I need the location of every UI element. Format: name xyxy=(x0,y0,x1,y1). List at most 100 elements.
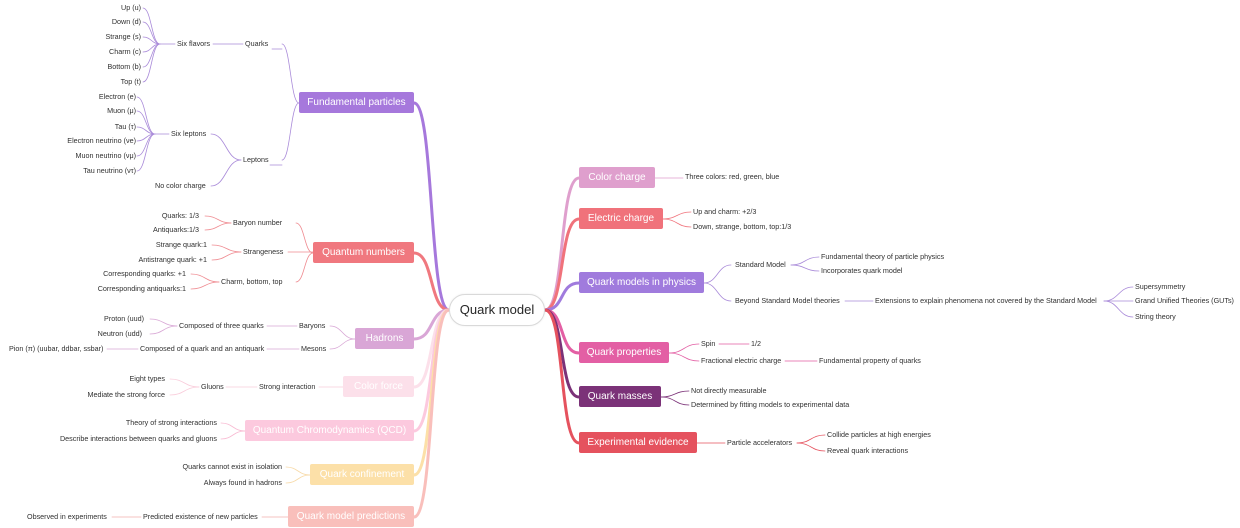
leaf-baryon-item[interactable]: Antiquarks:1/3 xyxy=(153,225,199,234)
leaf-baryon-item[interactable]: Quarks: 1/3 xyxy=(161,211,199,220)
leaf-flavor[interactable]: Top (t) xyxy=(120,77,141,86)
branch-qcd[interactable]: Quantum Chromodynamics (QCD) xyxy=(245,420,414,441)
leaf-pion[interactable]: Pion (π) (uubar, ddbar, ssbar) xyxy=(9,344,104,353)
leaf-electric-item[interactable]: Up and charm: +2/3 xyxy=(693,207,757,216)
sub-connector xyxy=(136,133,156,172)
node-fractional-charge[interactable]: Fractional electric charge xyxy=(701,356,782,365)
sub-connector xyxy=(220,430,246,440)
sub-connector xyxy=(790,264,820,272)
branch-hadrons[interactable]: Hadrons xyxy=(355,328,414,349)
sub-connector xyxy=(668,343,700,354)
node-leptons[interactable]: Leptons xyxy=(243,155,269,164)
branch-fundamental-particles[interactable]: Fundamental particles xyxy=(299,92,414,113)
leaf-lepton[interactable]: Electron neutrino (νe) xyxy=(67,136,136,145)
node-six-flavors[interactable]: Six flavors xyxy=(177,39,211,48)
leaf-flavor[interactable]: Strange (s) xyxy=(105,32,141,41)
branch-quark-properties[interactable]: Quark properties xyxy=(579,342,669,363)
node-extensions[interactable]: Extensions to explain phenomena not cove… xyxy=(875,296,1097,305)
sub-connector xyxy=(796,434,826,444)
node-charm-bottom-top[interactable]: Charm, bottom, top xyxy=(221,277,283,286)
leaf-confinement-item[interactable]: Always found in hadrons xyxy=(203,478,282,487)
sub-connector xyxy=(149,318,178,327)
node-particle-accelerators[interactable]: Particle accelerators xyxy=(727,438,793,447)
sub-connector xyxy=(190,281,220,290)
sub-connector xyxy=(220,422,246,432)
branch-connector xyxy=(543,308,581,445)
branch-electric-charge[interactable]: Electric charge xyxy=(579,208,663,229)
leaf-acc-item[interactable]: Collide particles at high energies xyxy=(827,430,931,439)
node-standard-model[interactable]: Standard Model xyxy=(735,260,786,269)
branch-quantum-numbers[interactable]: Quantum numbers xyxy=(313,242,414,263)
sub-connector xyxy=(285,474,311,484)
leaf-cbt-item[interactable]: Corresponding antiquarks:1 xyxy=(97,284,186,293)
node-predicted-new-particles[interactable]: Predicted existence of new particles xyxy=(143,512,258,521)
sub-connector xyxy=(703,264,732,284)
branch-quark-models-in-physics[interactable]: Quark models in physics xyxy=(579,272,704,293)
leaf-qcd-item[interactable]: Describe interactions between quarks and… xyxy=(59,434,217,443)
node-mesons[interactable]: Mesons xyxy=(301,344,327,353)
node-gluons[interactable]: Gluons xyxy=(201,382,224,391)
branch-quark-confinement[interactable]: Quark confinement xyxy=(310,464,414,485)
leaf-gluon-item[interactable]: Eight types xyxy=(129,374,165,383)
leaf-acc-item[interactable]: Reveal quark interactions xyxy=(827,446,909,455)
leaf-proton[interactable]: Proton (uud) xyxy=(104,314,144,323)
leaf-ext-item[interactable]: Grand Unified Theories (GUTs) xyxy=(1135,296,1234,305)
leaf-ext-item[interactable]: String theory xyxy=(1135,312,1176,321)
branch-connector xyxy=(543,217,581,312)
leaf-flavor[interactable]: Down (d) xyxy=(111,17,141,26)
leaf-gluon-item[interactable]: Mediate the strong force xyxy=(87,390,165,399)
leaf-lepton[interactable]: Tau neutrino (ντ) xyxy=(83,166,136,175)
leaf-flavor[interactable]: Charm (c) xyxy=(109,47,141,56)
node-composed-three[interactable]: Composed of three quarks xyxy=(179,321,264,330)
leaf-flavor[interactable]: Up (u) xyxy=(121,3,141,12)
sub-connector xyxy=(660,396,690,406)
leaf-electric-item[interactable]: Down, strange, bottom, top:1/3 xyxy=(693,222,792,231)
node-spin[interactable]: Spin xyxy=(701,339,716,348)
leaf-qcd-item[interactable]: Theory of strong interactions xyxy=(125,418,217,427)
sub-connector xyxy=(142,21,161,45)
leaf-confinement-item[interactable]: Quarks cannot exist in isolation xyxy=(182,462,282,471)
branch-experimental-evidence[interactable]: Experimental evidence xyxy=(579,432,697,453)
leaf-cbt-item[interactable]: Corresponding quarks: +1 xyxy=(103,269,186,278)
leaf-fundamental-property[interactable]: Fundamental property of quarks xyxy=(819,356,921,365)
leaf-strangeness-item[interactable]: Strange quark:1 xyxy=(155,240,207,249)
node-strangeness[interactable]: Strangeness xyxy=(243,247,284,256)
node-strong-interaction[interactable]: Strong interaction xyxy=(259,382,316,391)
branch-color-force[interactable]: Color force xyxy=(343,376,414,397)
sub-connector xyxy=(668,352,700,362)
node-composed-pair[interactable]: Composed of a quark and an antiquark xyxy=(140,344,265,353)
leaf-flavor[interactable]: Bottom (b) xyxy=(107,62,141,71)
leaf-mass-item[interactable]: Determined by fitting models to experime… xyxy=(691,400,850,409)
leaf-lepton[interactable]: Tau (τ) xyxy=(114,122,136,131)
leaf-mass-item[interactable]: Not directly measurable xyxy=(691,386,767,395)
leaf-lepton[interactable]: Muon neutrino (νμ) xyxy=(75,151,136,160)
leaf-lepton[interactable]: Electron (e) xyxy=(98,92,136,101)
node-beyond-standard-model[interactable]: Beyond Standard Model theories xyxy=(735,296,840,305)
leaf-three-colors[interactable]: Three colors: red, green, blue xyxy=(685,172,780,181)
branch-quark-masses[interactable]: Quark masses xyxy=(579,386,661,407)
leaf-strangeness-item[interactable]: Antistrange quark: +1 xyxy=(138,255,207,264)
node-baryon-number[interactable]: Baryon number xyxy=(233,218,283,227)
sub-connector xyxy=(281,102,300,161)
sub-connector xyxy=(796,442,826,452)
leaf-sm-item[interactable]: Fundamental theory of particle physics xyxy=(821,252,945,261)
leaf-neutron[interactable]: Neutron (udd) xyxy=(97,329,142,338)
sub-connector xyxy=(210,159,242,187)
leaf-spin-value[interactable]: 1/2 xyxy=(751,339,761,348)
sub-connector xyxy=(329,338,356,350)
sub-connector xyxy=(1103,286,1134,302)
node-baryons[interactable]: Baryons xyxy=(299,321,326,330)
root-node[interactable]: Quark model xyxy=(449,294,545,326)
leaf-sm-item[interactable]: Incorporates quark model xyxy=(821,266,903,275)
node-quarks[interactable]: Quarks xyxy=(245,39,269,48)
leaf-lepton[interactable]: Muon (μ) xyxy=(107,106,136,115)
leaf-observed[interactable]: Observed in experiments xyxy=(27,512,107,521)
sub-connector xyxy=(662,211,692,220)
node-six-leptons[interactable]: Six leptons xyxy=(171,129,207,138)
sub-connector xyxy=(210,133,242,161)
leaf-ext-item[interactable]: Supersymmetry xyxy=(1135,282,1186,291)
branch-color-charge[interactable]: Color charge xyxy=(579,167,655,188)
leaf-no-color-charge[interactable]: No color charge xyxy=(155,181,206,190)
branch-quark-model-predictions[interactable]: Quark model predictions xyxy=(288,506,414,527)
